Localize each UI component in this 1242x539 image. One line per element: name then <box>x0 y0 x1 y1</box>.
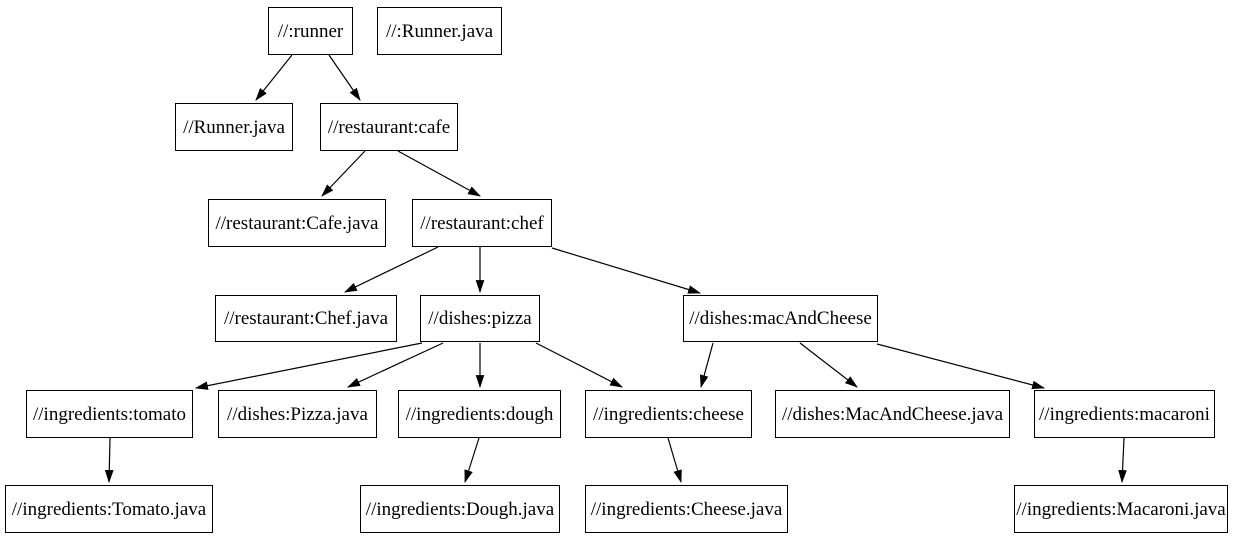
node-label: //:runner <box>277 20 344 42</box>
edge-cafe-cafe_java <box>321 150 366 197</box>
edge-tomato-tomato_java <box>104 437 114 484</box>
graph-node-cheese: //ingredients:cheese <box>585 390 752 438</box>
graph-node-tomato_java: //ingredients:Tomato.java <box>5 485 213 533</box>
edge-runner-runner_java <box>255 54 293 101</box>
edge-cheese-cheese_java <box>667 437 682 484</box>
edge-macandcheese-macandcheese_java <box>799 342 858 388</box>
node-label: //restaurant:cafe <box>327 116 451 138</box>
graph-node-dough_java: //ingredients:Dough.java <box>360 485 560 533</box>
node-label: //restaurant:chef <box>420 212 544 234</box>
node-label: //restaurant:Cafe.java <box>215 212 379 234</box>
node-label: //Runner.java <box>183 116 285 138</box>
node-label: //ingredients:Tomato.java <box>11 498 207 520</box>
graph-node-chef_java: //restaurant:Chef.java <box>215 295 397 342</box>
edge-macandcheese-cheese <box>699 342 714 389</box>
graph-node-runner: //:runner <box>268 7 353 55</box>
graph-node-chef: //restaurant:chef <box>412 199 552 247</box>
graph-node-runner_java_src: //:Runner.java <box>377 7 502 55</box>
node-label: //ingredients:cheese <box>593 403 744 425</box>
graph-node-pizza_java: //dishes:Pizza.java <box>218 390 377 438</box>
edge-dough-dough_java <box>464 437 480 484</box>
graph-node-dough: //ingredients:dough <box>398 390 561 438</box>
node-label: //dishes:Pizza.java <box>227 403 368 425</box>
node-label: //ingredients:tomato <box>32 403 187 425</box>
graph-node-pizza: //dishes:pizza <box>420 295 540 342</box>
graph-node-macandcheese: //dishes:macAndCheese <box>683 295 878 342</box>
graph-node-macaroni: //ingredients:macaroni <box>1034 390 1215 438</box>
node-label: //dishes:pizza <box>428 308 532 329</box>
edge-cafe-chef <box>397 150 481 197</box>
node-label: //ingredients:dough <box>405 403 554 425</box>
graph-node-tomato: //ingredients:tomato <box>26 390 193 438</box>
node-label: //ingredients:macaroni <box>1039 403 1210 425</box>
graph-node-cafe_java: //restaurant:Cafe.java <box>208 199 386 247</box>
edge-pizza-tomato <box>194 342 423 390</box>
node-label: //dishes:macAndCheese <box>689 308 872 329</box>
node-label: //restaurant:Chef.java <box>223 308 389 329</box>
graph-node-macaroni_java: //ingredients:Macaroni.java <box>1014 485 1228 533</box>
edge-chef-chef_java <box>344 246 439 293</box>
node-label: //:Runner.java <box>385 20 494 42</box>
graph-node-macandcheese_java: //dishes:MacAndCheese.java <box>775 390 1010 438</box>
edge-chef-macandcheese <box>551 247 702 294</box>
edge-pizza-cheese <box>535 342 623 388</box>
edge-macandcheese-macaroni <box>876 343 1046 390</box>
node-label: //ingredients:Cheese.java <box>590 498 783 520</box>
edge-pizza-pizza_java <box>347 342 444 388</box>
node-label: //ingredients:Macaroni.java <box>1016 498 1226 520</box>
node-label: //dishes:MacAndCheese.java <box>781 403 1004 425</box>
edge-macaroni-macaroni_java <box>1118 437 1127 484</box>
node-label: //ingredients:Dough.java <box>365 498 555 520</box>
edge-runner-cafe <box>328 54 361 101</box>
graph-node-cheese_java: //ingredients:Cheese.java <box>585 485 788 533</box>
graph-node-cafe: //restaurant:cafe <box>320 103 458 151</box>
graph-node-runner_java: //Runner.java <box>175 103 293 151</box>
